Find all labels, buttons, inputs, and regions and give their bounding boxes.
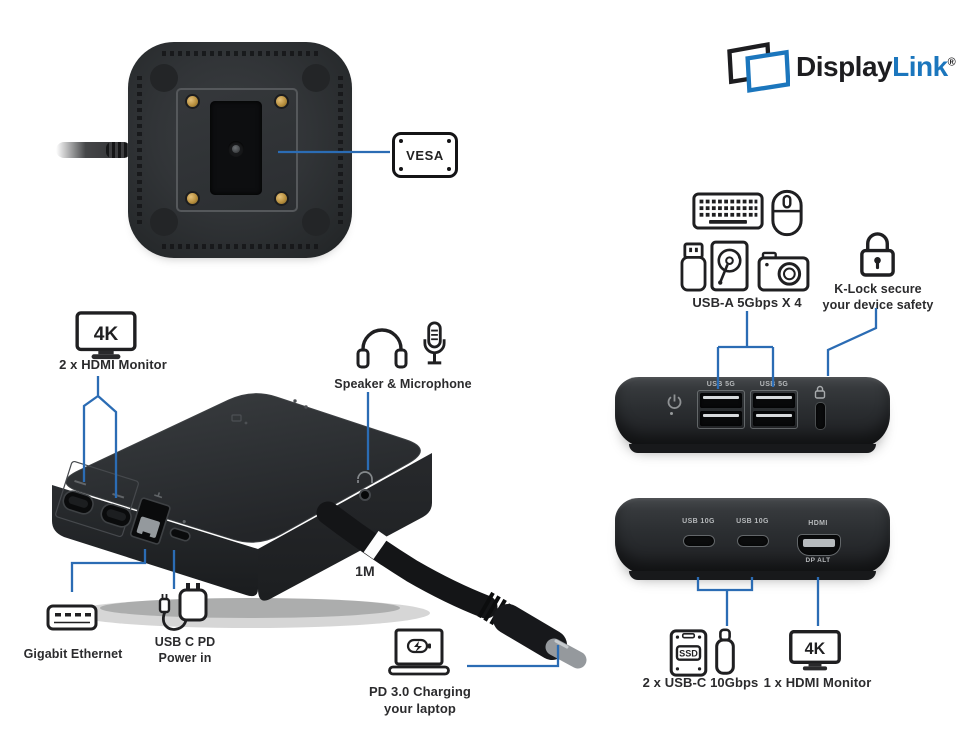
cable-length-label: 1M: [355, 563, 375, 579]
mouse-icon: [771, 189, 803, 237]
hard-drive-icon: [710, 240, 749, 292]
headphones-icon: [356, 322, 408, 370]
padlock-icon: [856, 230, 899, 278]
usb10g-label-1: USB 10G: [682, 518, 715, 525]
rubber-foot: [302, 208, 330, 236]
usbc-pd-port: [169, 520, 194, 542]
vesa-screw: [187, 193, 198, 204]
displaylink-screens-icon: [727, 41, 790, 93]
power-in-line2: Power in: [158, 651, 212, 665]
dock-rear-usb-photo: USB 5G USB 5G: [615, 377, 890, 453]
power-adapter-icon: [156, 583, 212, 634]
usb10g-label-2: USB 10G: [736, 518, 769, 525]
callout-line-usba: [718, 311, 773, 389]
usb-5g-group-1: USB 5G: [697, 381, 745, 429]
hdmi-port-label: HDMI: [808, 520, 828, 527]
vent-left: [137, 76, 142, 224]
audio-jack: [360, 490, 370, 500]
klock-slot: [816, 403, 825, 429]
klock-line2: your device safety: [822, 298, 934, 312]
displaylink-logo: DisplayLink®: [726, 40, 956, 94]
badge-4k: 4K: [94, 324, 119, 345]
ethernet-label: Gigabit Ethernet: [23, 647, 123, 661]
usb-c-port: [683, 535, 715, 547]
usb-5g-group-2: USB 5G: [750, 381, 798, 429]
callout-line-klock: [828, 308, 876, 376]
usb-a-port: [753, 393, 795, 408]
hdmi-monitor-count-label: 1 x HDMI Monitor: [763, 675, 872, 690]
rubber-foot: [150, 64, 178, 92]
vent-top: [162, 51, 318, 56]
logo-registered-mark: ®: [947, 56, 956, 69]
callout-line-hdmi: [84, 376, 116, 498]
callout-line-charging: [467, 645, 558, 666]
monitor-4k-icon: 4K: [75, 311, 137, 360]
usbc-10g-label: 2 x USB-C 10Gbps: [642, 675, 759, 690]
klock-mark-icon: [814, 385, 826, 399]
ssd-icon: SSD: [669, 629, 708, 677]
vesa-screw: [276, 193, 287, 204]
keyboard-icon: [692, 192, 764, 230]
headset-mark-icon: [358, 472, 372, 483]
monitor-4k-icon-2: 4K: [789, 630, 841, 671]
ssd-badge: SSD: [679, 649, 698, 659]
vesa-screw: [187, 96, 198, 107]
hdmi-monitor-label: 2 x HDMI Monitor: [59, 357, 167, 372]
vesa-mount-plate: [176, 88, 298, 212]
pd-charging-label: PD 3.0 Charging your laptop: [345, 684, 495, 717]
audio-label: Speaker & Microphone: [334, 377, 472, 391]
usb5g-label-1: USB 5G: [706, 381, 736, 388]
usba-label: USB-A 5Gbps X 4: [692, 295, 802, 310]
usb-c-port: [737, 535, 769, 547]
callout-line-usbc: [698, 577, 752, 626]
rubber-foot: [150, 208, 178, 236]
power-button-icon: [666, 393, 683, 410]
dock-bottom-photo: [128, 42, 352, 258]
usbc-plug-icon: [713, 627, 737, 677]
center-screw: [228, 141, 244, 157]
power-cable-stub: [56, 142, 130, 158]
vent-right: [338, 76, 343, 224]
usb-a-port: [700, 411, 742, 426]
logo-link: Link: [892, 51, 948, 82]
dock-rear-video-photo: USB 10G USB 10G HDMI DP ALT: [615, 498, 890, 580]
usb-a-port: [700, 393, 742, 408]
usb-a-port: [753, 411, 795, 426]
battery-icon: [408, 640, 427, 652]
displaylink-wordmark: DisplayLink®: [796, 51, 956, 83]
microphone-icon: [421, 320, 448, 372]
callout-line-ethernet: [72, 549, 145, 592]
vesa-screw: [276, 96, 287, 107]
pd-charging-line2: your laptop: [384, 700, 456, 716]
laptop-charging-icon: [388, 628, 450, 676]
dock-main-photo: [52, 375, 600, 685]
logo-display: Display: [796, 51, 893, 82]
hdmi-port-1: [61, 479, 98, 516]
pd-charging-line1: PD 3.0 Charging: [369, 684, 471, 699]
power-in-line1: USB C PD: [154, 635, 216, 649]
camera-icon: [757, 250, 810, 292]
hdmi-port-2: [99, 492, 136, 529]
hdmi-out-port: [797, 534, 841, 556]
usb-flash-drive-icon: [680, 242, 707, 292]
usbc-plug-housing: [508, 619, 552, 645]
klock-line1: K-Lock secure: [834, 282, 922, 296]
power-in-label: USB C PD Power in: [130, 634, 240, 666]
badge-4k-2: 4K: [805, 640, 826, 658]
dp-alt-label: DP ALT: [805, 557, 831, 564]
ethernet-icon: [46, 604, 98, 631]
vesa-callout-tag: VESA: [392, 132, 458, 178]
klock-label: K-Lock secure your device safety: [812, 281, 944, 313]
ethernet-port: [130, 488, 174, 545]
rubber-foot: [302, 64, 330, 92]
power-led: [670, 412, 673, 415]
vesa-label: VESA: [406, 147, 444, 163]
vent-bottom: [162, 244, 318, 249]
